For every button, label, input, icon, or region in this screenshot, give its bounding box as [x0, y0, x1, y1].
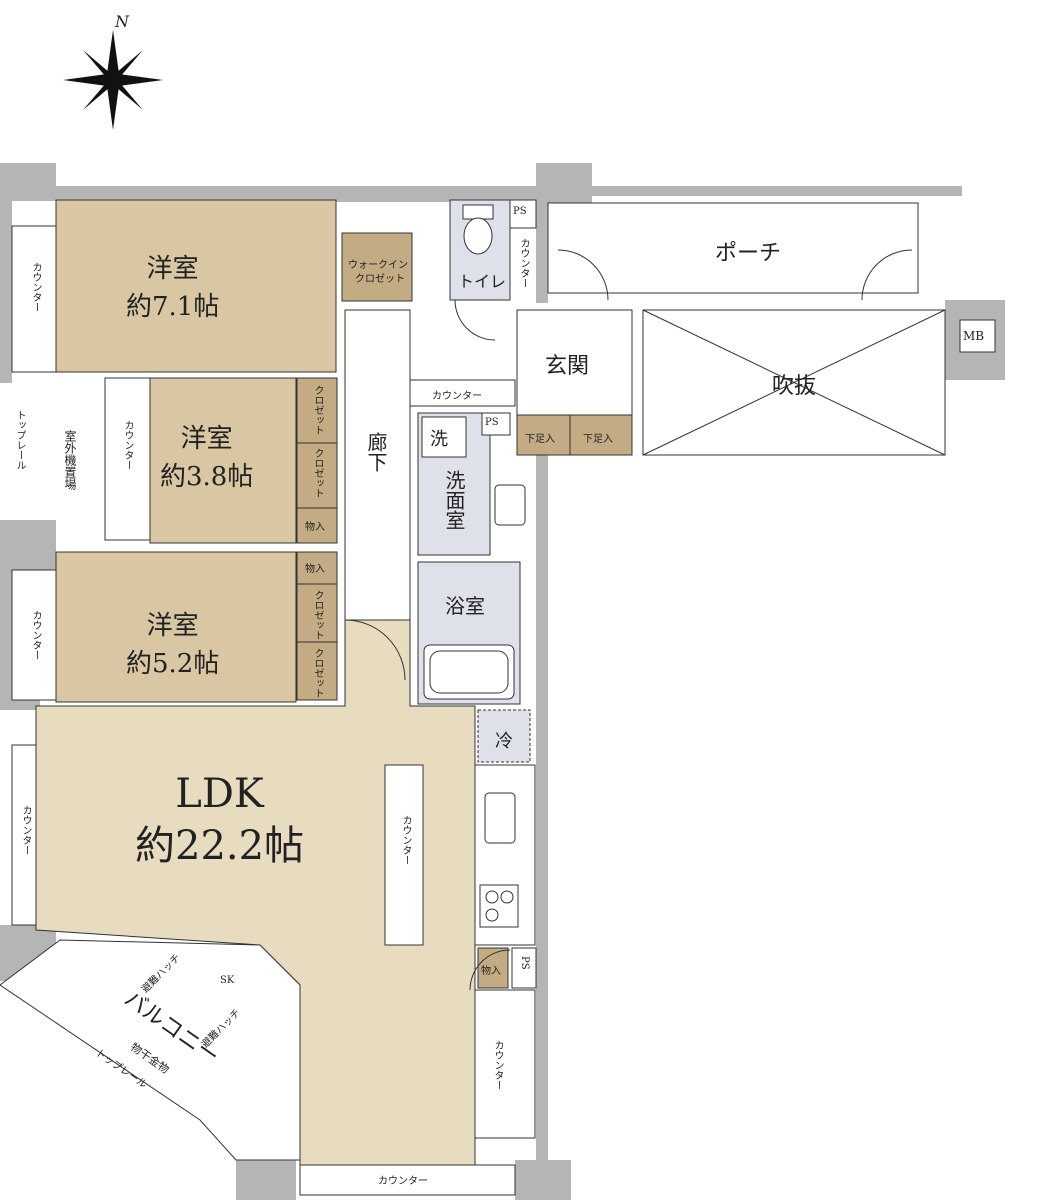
- ps-label-wash: PS: [485, 417, 499, 428]
- closet-b2-1: [296, 377, 338, 444]
- void-area: [642, 309, 946, 456]
- counter-bedroom2: [104, 377, 151, 541]
- bathroom-label: 浴室: [445, 594, 485, 618]
- walk-in-closet-label-1: ウォークイン: [348, 260, 408, 271]
- counter-ldk-bottom: [299, 1164, 516, 1196]
- wash-basin-icon: [494, 484, 526, 526]
- counter-label-bottom: カウンター: [378, 1176, 428, 1187]
- bedroom3-label: 洋室約5.2帖: [126, 611, 220, 679]
- stove-icon: [479, 884, 519, 928]
- entrance-label: 玄関: [545, 354, 590, 379]
- toilet-label: トイレ: [458, 272, 507, 291]
- door-swings: [344, 249, 913, 991]
- counter-label-b1: カウンター: [30, 262, 41, 312]
- ps-label-kitchen: PS: [519, 956, 530, 970]
- closet-label-1: クロゼット: [312, 385, 323, 435]
- closet-label-2: クロゼット: [312, 448, 323, 498]
- bedroom-3-8-area: [149, 377, 297, 544]
- walk-in-closet: [341, 232, 413, 302]
- compass-rose-icon: [63, 30, 163, 130]
- fridge-area: [477, 709, 531, 763]
- hallway-area: [344, 309, 411, 621]
- counter-label-ldk-right: カウンター: [492, 1040, 503, 1090]
- hallway-label: 廊下: [364, 432, 388, 472]
- top-rail-label: トップレール: [14, 410, 25, 470]
- counter-bedroom1: [11, 225, 57, 373]
- storage-kitchen: [477, 947, 509, 989]
- closet-b2-2: [296, 442, 338, 509]
- porch-label: ポーチ: [715, 241, 782, 266]
- counter-bedroom3: [11, 569, 57, 701]
- storage-label-kitchen: 物入: [481, 966, 501, 977]
- ps-label-toilet: PS: [513, 206, 527, 217]
- toilet-bowl-icon: [462, 204, 494, 255]
- washer-label: 洗: [430, 429, 448, 450]
- kitchen-sink-icon: [484, 792, 516, 844]
- counter-ldk-right: [474, 989, 536, 1139]
- entrance-area: [516, 309, 633, 416]
- counter-ldk-left: [11, 744, 37, 926]
- washroom-label: 洗面室: [442, 470, 466, 530]
- void-label: 吹抜: [772, 374, 817, 399]
- bedroom2-label: 洋室約3.8帖: [160, 424, 254, 492]
- closet-b3-1: [296, 583, 338, 643]
- outdoor-unit-label: 室外機置場: [63, 430, 77, 490]
- walk-in-closet-label-2: クロゼット: [355, 274, 405, 285]
- kitchen-counter: [474, 764, 536, 946]
- shoe-box-label-2: 下足入: [583, 434, 613, 445]
- storage-b3: [296, 551, 338, 585]
- counter-label-b2: カウンター: [122, 420, 133, 470]
- counter-label-hall: カウンター: [432, 391, 482, 402]
- shoe-box-label-1: 下足入: [525, 434, 555, 445]
- storage-label-1: 物入: [305, 522, 325, 533]
- sk-label: SK: [220, 975, 235, 986]
- bedroom-7-1-area: [55, 199, 337, 373]
- closet-b3-2: [296, 641, 338, 701]
- counter-ldk-island: [384, 764, 424, 946]
- walls: [0, 163, 1005, 1200]
- closet-label-4: クロゼット: [312, 648, 323, 698]
- compass-north-label: N: [114, 12, 130, 31]
- washer-icon: [421, 416, 467, 458]
- counter-label-ldk-left: カウンター: [20, 805, 31, 855]
- counter-label-toilet: カウンター: [518, 238, 529, 288]
- balcony-area: [0, 939, 301, 1161]
- fridge-label: 冷: [495, 731, 513, 752]
- bedroom-5-2-area: [55, 551, 297, 703]
- storage-label-2: 物入: [305, 564, 325, 575]
- counter-label-island: カウンター: [400, 815, 411, 865]
- mb-label: MB: [963, 329, 985, 343]
- shoe-box-1: [516, 414, 571, 456]
- counter-hall: [409, 379, 516, 407]
- closet-label-3: クロゼット: [312, 590, 323, 640]
- porch-area: [547, 202, 919, 294]
- storage-b2: [296, 507, 338, 544]
- bathtub-icon: [423, 644, 515, 700]
- bedroom1-label: 洋室約7.1帖: [126, 254, 220, 322]
- counter-label-b3: カウンター: [30, 610, 41, 660]
